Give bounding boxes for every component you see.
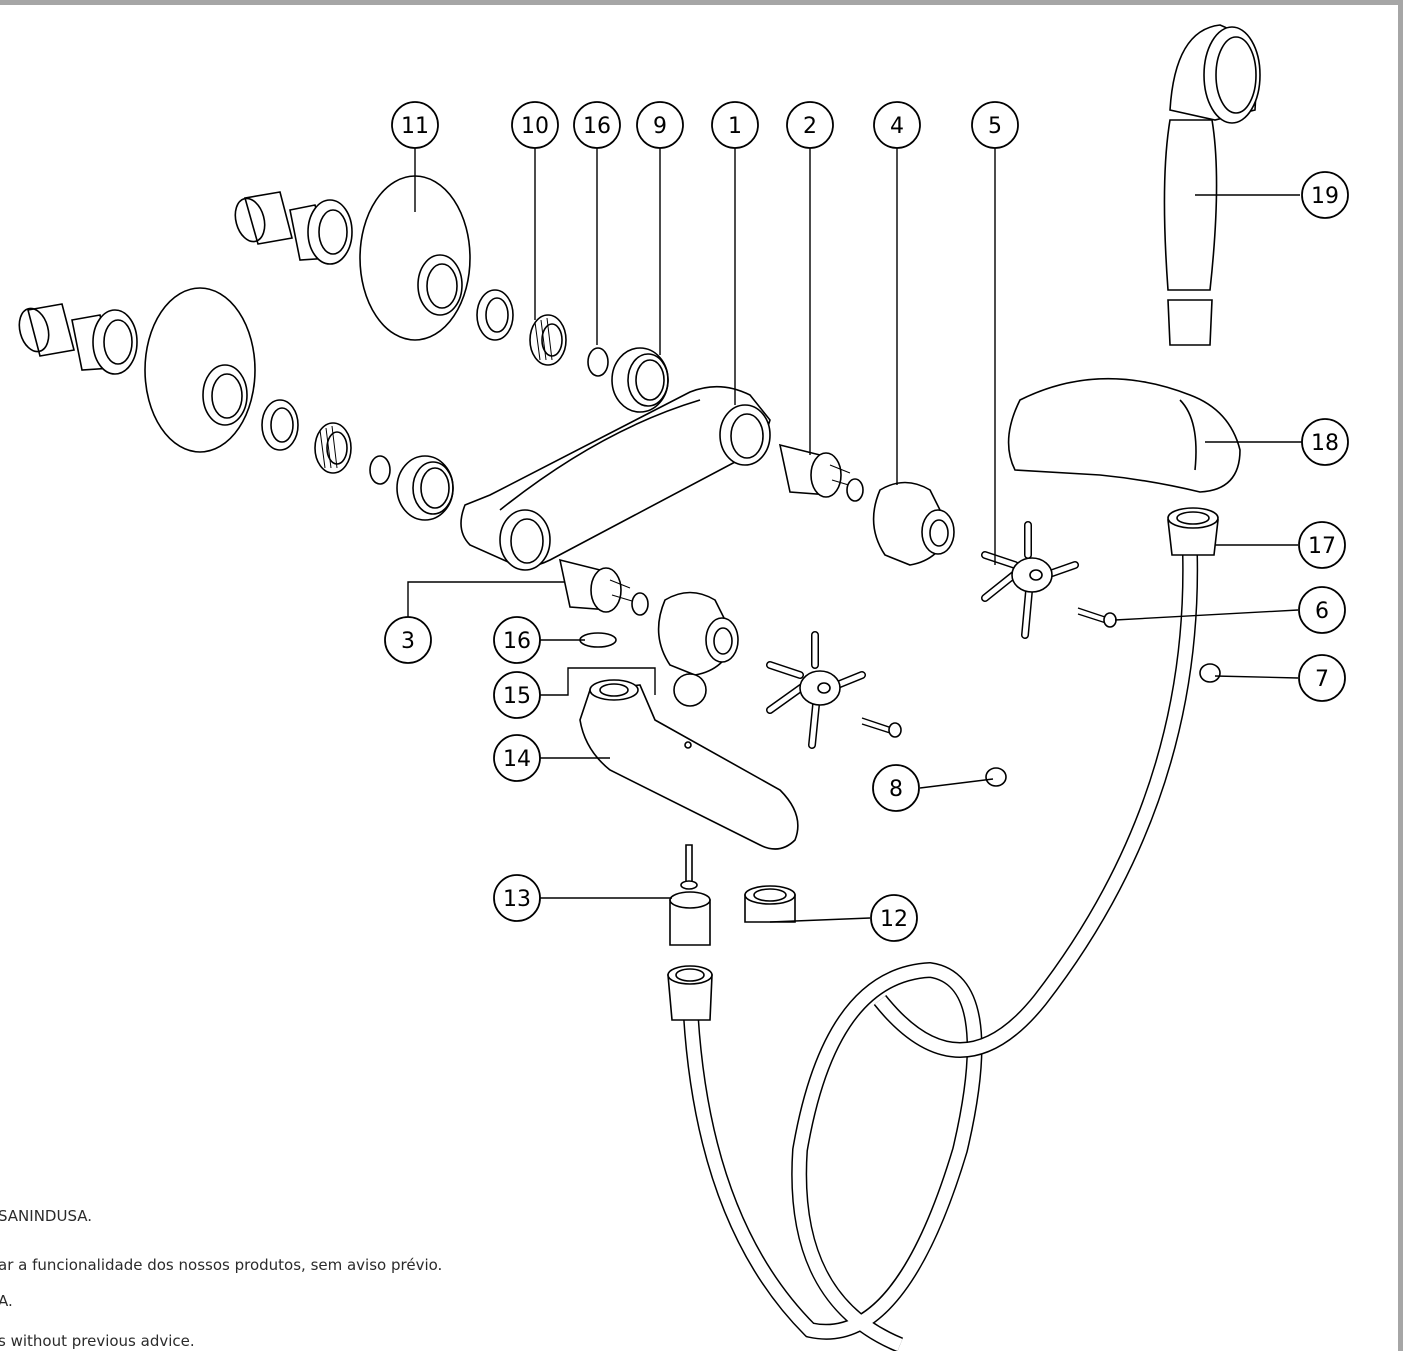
- callout-17: 17: [1298, 521, 1346, 569]
- svg-text:10: 10: [521, 114, 549, 139]
- cross-handle-left: [766, 631, 866, 749]
- cover-cap-left: [657, 591, 739, 676]
- aerator: [744, 885, 796, 923]
- svg-text:16: 16: [503, 629, 531, 654]
- callout-16-top: 16: [573, 101, 621, 149]
- indicator-cap-left: [985, 767, 1007, 787]
- callout-14: 14: [493, 734, 541, 782]
- note-line-1: SANINDUSA.: [0, 1207, 93, 1225]
- callout-3: 3: [384, 616, 432, 664]
- wall-flange-bottom: [144, 287, 256, 453]
- svg-text:12: 12: [880, 907, 908, 932]
- callout-5: 5: [971, 101, 1019, 149]
- oring-top: [587, 347, 609, 377]
- note-line-2: ar a funcionalidade dos nossos produtos,…: [0, 1256, 443, 1274]
- wall-elbow-bottom: [18, 303, 138, 375]
- svg-text:9: 9: [653, 114, 667, 139]
- svg-text:1: 1: [728, 114, 742, 139]
- nut-top: [611, 347, 669, 413]
- callout-11: 11: [391, 101, 439, 149]
- nut-bottom: [396, 455, 454, 521]
- callout-6: 6: [1298, 586, 1346, 634]
- callout-10: 10: [511, 101, 559, 149]
- oring-bottom: [369, 455, 391, 485]
- cartridge-left: [558, 558, 649, 616]
- callout-18: 18: [1301, 418, 1349, 466]
- indicator-cap-right: [1199, 663, 1221, 683]
- shower-holder: [1007, 377, 1241, 493]
- svg-text:6: 6: [1315, 599, 1329, 624]
- callout-12: 12: [870, 894, 918, 942]
- svg-text:15: 15: [503, 684, 531, 709]
- mixer-body: [460, 385, 771, 571]
- svg-text:19: 19: [1311, 184, 1339, 209]
- svg-text:2: 2: [803, 114, 817, 139]
- callout-7: 7: [1298, 654, 1346, 702]
- adapter-top: [529, 314, 567, 366]
- svg-text:16: 16: [583, 114, 611, 139]
- callout-2: 2: [786, 101, 834, 149]
- plug: [673, 673, 707, 707]
- svg-text:8: 8: [889, 777, 903, 802]
- svg-text:5: 5: [988, 114, 1002, 139]
- cartridge-right: [778, 443, 864, 502]
- note-line-4: s without previous advice.: [0, 1332, 195, 1350]
- eccentric-top: [476, 289, 514, 341]
- leader-lines: [407, 148, 1302, 923]
- svg-text:3: 3: [401, 629, 415, 654]
- diverter: [669, 844, 711, 946]
- callout-19: 19: [1301, 171, 1349, 219]
- note-line-3: A.: [0, 1292, 13, 1310]
- svg-text:18: 18: [1311, 431, 1339, 456]
- svg-text:13: 13: [503, 887, 531, 912]
- screw-left: [861, 717, 902, 738]
- wall-elbow-top: [234, 191, 353, 265]
- callout-13: 13: [493, 874, 541, 922]
- frame-top-border: [0, 0, 1403, 5]
- frame-right-border: [1398, 0, 1403, 1351]
- svg-text:17: 17: [1308, 534, 1336, 559]
- spout: [579, 679, 799, 850]
- adapter-bottom: [314, 422, 352, 474]
- callout-9: 9: [636, 101, 684, 149]
- svg-text:14: 14: [503, 747, 531, 772]
- callout-1: 1: [711, 101, 759, 149]
- svg-text:7: 7: [1315, 667, 1329, 692]
- svg-text:4: 4: [890, 114, 904, 139]
- eccentric-bottom: [261, 399, 299, 451]
- callout-15: 15: [493, 671, 541, 719]
- shower-hose: [667, 507, 1219, 1351]
- svg-text:11: 11: [401, 114, 429, 139]
- hand-shower: [1163, 24, 1261, 346]
- cover-cap-right: [872, 481, 955, 566]
- callout-4: 4: [873, 101, 921, 149]
- callout-16-bottom: 16: [493, 616, 541, 664]
- callout-8: 8: [872, 764, 920, 812]
- cross-handle-right: [981, 521, 1079, 639]
